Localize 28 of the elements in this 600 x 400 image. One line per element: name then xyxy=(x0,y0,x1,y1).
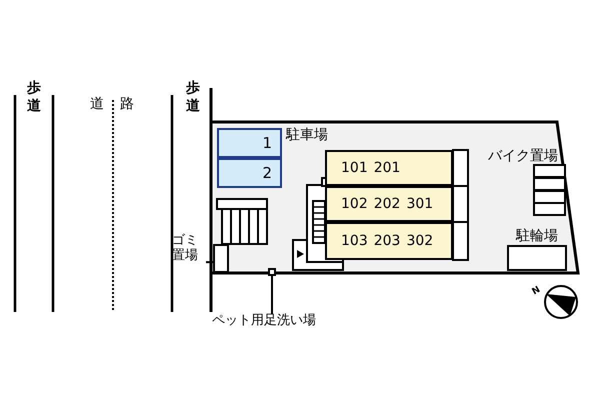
space-number: 2 xyxy=(262,162,272,184)
area-label: 道 xyxy=(90,95,104,114)
parking-space xyxy=(217,158,282,188)
unit-row xyxy=(325,150,453,186)
unit-number: 201 xyxy=(374,158,400,178)
north-label: N xyxy=(530,284,544,300)
unit-number: 302 xyxy=(406,232,434,250)
unit-number: 101 xyxy=(341,158,368,178)
space-number: 1 xyxy=(262,132,272,154)
area-label: バイク置場 xyxy=(488,147,558,166)
unit-number: 203 xyxy=(374,232,400,250)
area-label: 駐車場 xyxy=(286,126,328,145)
unit-row xyxy=(325,186,453,222)
unit-number: 103 xyxy=(341,232,368,250)
unit-number: 102 xyxy=(341,194,368,214)
garbage-area xyxy=(213,244,229,273)
area-label: 駐輪場 xyxy=(516,227,558,246)
area-label: 歩道 xyxy=(27,80,41,115)
leader-line xyxy=(271,276,273,314)
parking-space xyxy=(217,128,282,158)
unit-row xyxy=(325,222,453,260)
area-label: ペット用足洗い場 xyxy=(212,314,317,329)
foot-wash-marker xyxy=(268,268,276,276)
area-label: ゴミ置場 xyxy=(172,234,199,264)
unit-number: 202 xyxy=(374,194,400,214)
area-label: 路 xyxy=(120,95,134,114)
area-label: 歩道 xyxy=(186,80,200,115)
unit-number: 301 xyxy=(406,194,434,214)
